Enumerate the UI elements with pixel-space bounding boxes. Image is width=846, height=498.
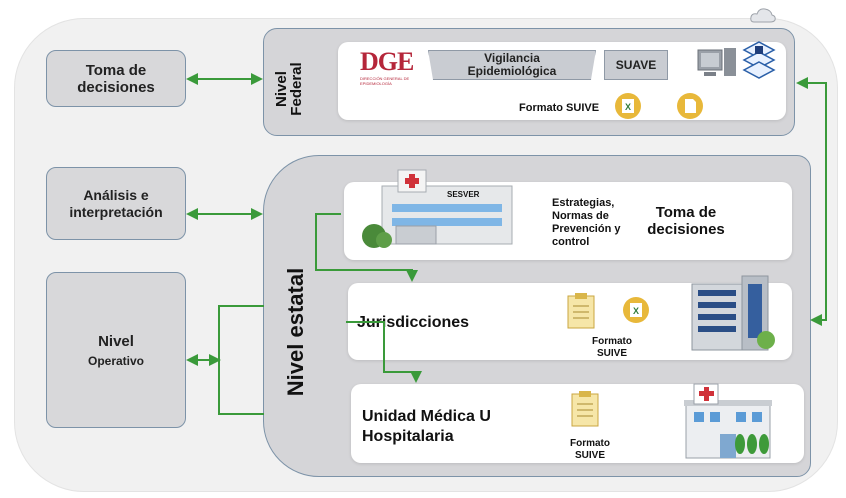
- document-icon: [677, 93, 703, 119]
- formato-suive-federal: Formato SUIVE: [519, 102, 600, 114]
- toma-decisiones-estatal: Toma de decisiones: [647, 204, 725, 238]
- dge-logo: DGE DIRECCIÓN GENERAL DE EPIDEMIOLOGÍA: [360, 48, 418, 92]
- unidad-medica-label: Unidad Médica U Hospitalaria: [362, 408, 491, 445]
- toma-decisiones-box: Toma de decisiones: [46, 50, 186, 107]
- svg-text:X: X: [633, 306, 639, 316]
- nivel-operativo-box: Nivel Operativo: [46, 272, 186, 428]
- cloud-icon: [750, 8, 776, 23]
- analisis-label: Análisis e interpretación: [69, 186, 163, 220]
- excel-file-icon: X: [615, 93, 641, 119]
- analisis-box: Análisis e interpretación: [46, 167, 186, 240]
- formato-suive-jurisdicciones: Formato SUIVE: [592, 336, 632, 359]
- vigilancia-tag: Vigilancia Epidemiológica: [428, 50, 596, 80]
- estrategias-label: Estrategias, Normas de Prevención y cont…: [552, 197, 621, 248]
- sesver-building-icon: [362, 169, 513, 248]
- computer-icon: [697, 48, 736, 76]
- nivel-label: Nivel: [98, 332, 134, 350]
- formato-suive-unidad: Formato SUIVE: [570, 438, 610, 461]
- clipboard-icon-unidad: [571, 391, 599, 427]
- vigilancia-label: Vigilancia Epidemiológica: [467, 51, 557, 78]
- excel-icon-jurisdicciones: X: [623, 297, 649, 323]
- toma-decisiones-label: Toma de decisiones: [77, 61, 155, 96]
- server-stack-icon: [742, 41, 776, 79]
- clipboard-icon-jurisdicciones: [567, 293, 595, 329]
- jurisdicciones-label: Jurisdicciones: [357, 314, 470, 331]
- operativo-label: Operativo: [87, 353, 144, 368]
- svg-text:X: X: [625, 102, 631, 112]
- suave-label: SUAVE: [615, 57, 657, 72]
- dge-logo-text: DGE: [360, 47, 414, 76]
- dge-logo-subtitle: DIRECCIÓN GENERAL DE EPIDEMIOLOGÍA: [360, 76, 410, 86]
- suave-tag: SUAVE: [604, 50, 668, 80]
- sesver-label: SESVER: [447, 190, 480, 199]
- hospital-icon: [684, 383, 772, 459]
- office-building-icon: [691, 275, 775, 351]
